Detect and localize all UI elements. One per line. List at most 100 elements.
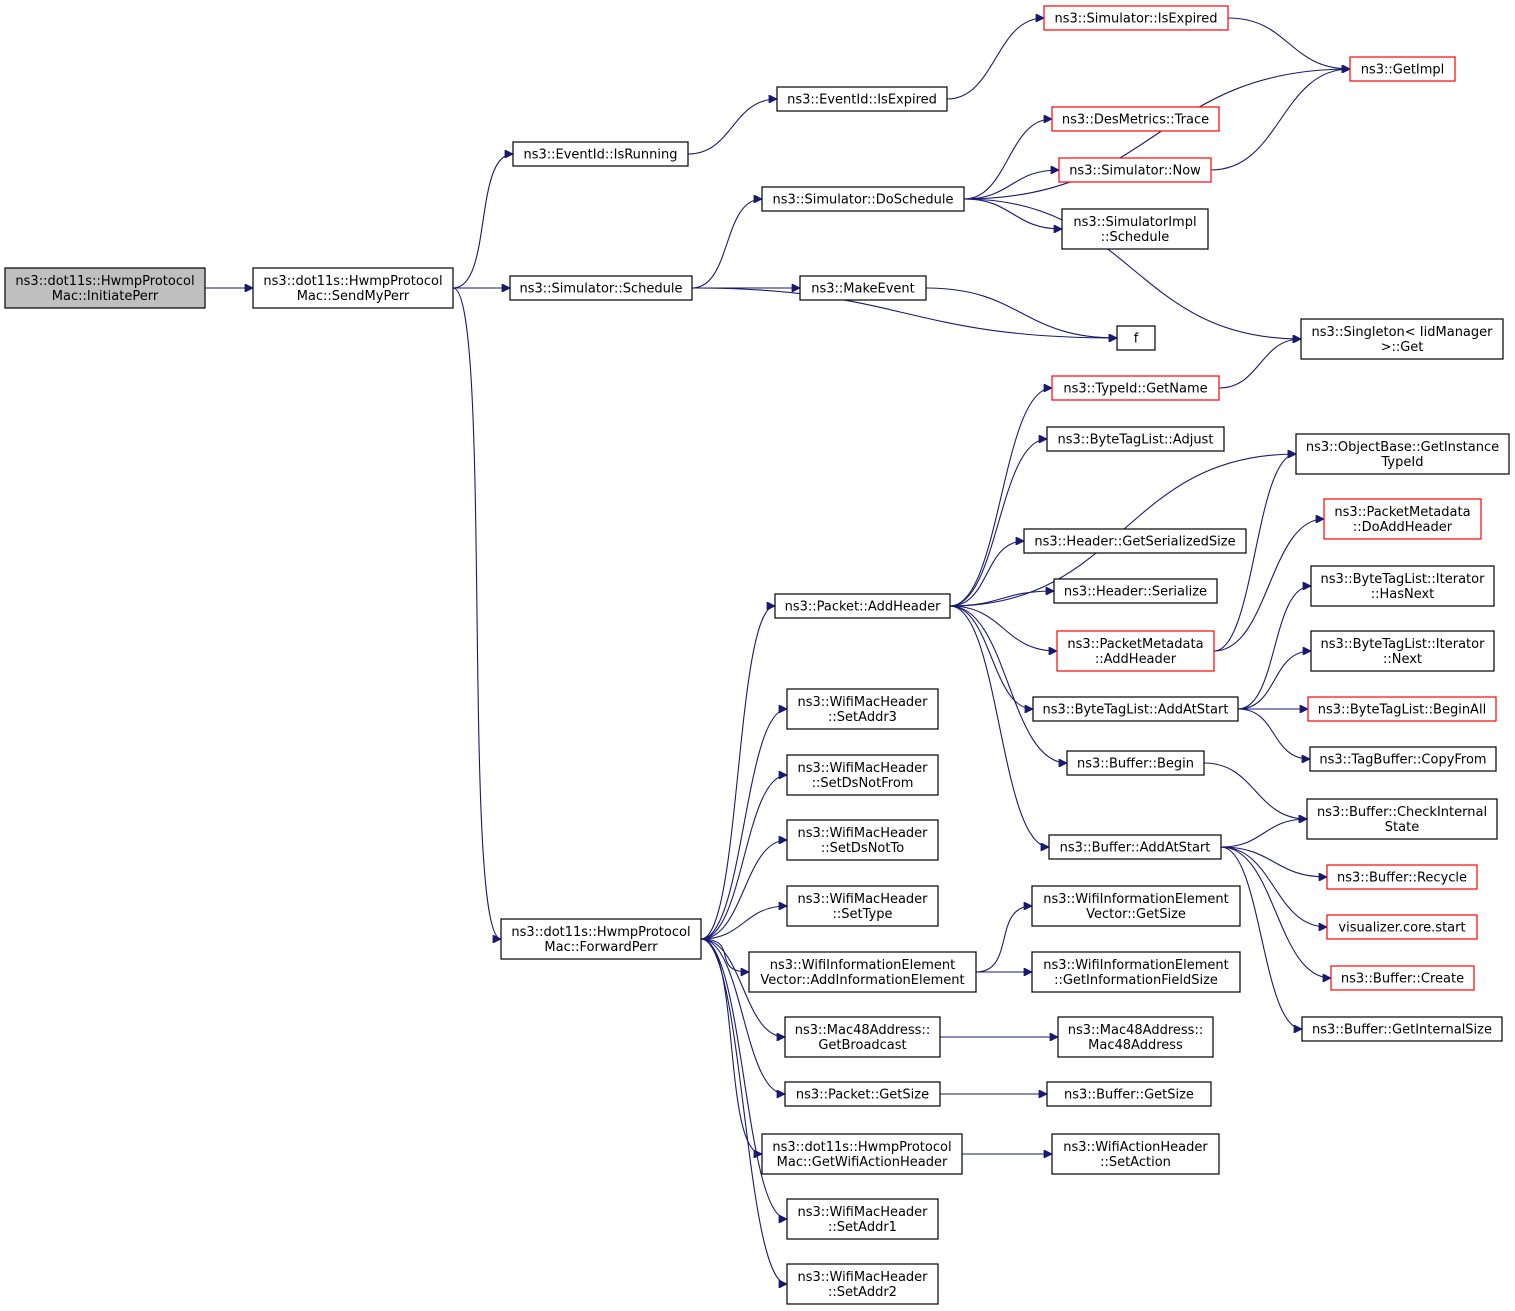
node-label-line: ns3::Simulator::IsExpired	[1054, 12, 1217, 27]
node-desmetrics[interactable]: ns3::DesMetrics::Trace	[1051, 106, 1220, 132]
node-box	[1301, 1016, 1503, 1042]
node-settype[interactable]: ns3::WifiMacHeader::SetType	[786, 885, 939, 927]
node-label-line: ::SetType	[833, 907, 893, 922]
node-label-line: ::SetDsNotFrom	[812, 776, 914, 791]
node-setaction[interactable]: ns3::WifiActionHeader::SetAction	[1051, 1133, 1220, 1175]
node-label-line: ns3::WifiMacHeader	[797, 695, 928, 710]
node-initiate[interactable]: ns3::dot11s::HwmpProtocolMac::InitiatePe…	[4, 267, 206, 309]
node-box	[784, 1016, 941, 1058]
node-box	[1307, 696, 1497, 722]
node-btladjust[interactable]: ns3::ByteTagList::Adjust	[1046, 426, 1225, 452]
node-mac48address[interactable]: ns3::Mac48Address::Mac48Address	[1057, 1016, 1214, 1058]
node-setdsnotfrom[interactable]: ns3::WifiMacHeader::SetDsNotFrom	[786, 754, 939, 796]
edge-eventisexpired-to-simisexpired	[946, 18, 1044, 100]
node-label-line: ns3::TagBuffer::CopyFrom	[1319, 753, 1486, 768]
node-btlhasnext[interactable]: ns3::ByteTagList::Iterator::HasNext	[1310, 565, 1495, 607]
node-box	[1326, 914, 1478, 940]
node-label-line: ns3::GetImpl	[1361, 63, 1445, 78]
node-buffercreate[interactable]: ns3::Buffer::Create	[1330, 965, 1475, 991]
node-box	[1310, 630, 1495, 672]
node-box	[1306, 798, 1498, 840]
node-label-line: ns3::Packet::GetSize	[796, 1088, 929, 1103]
node-box	[1023, 528, 1247, 554]
node-label-line: ns3::dot11s::HwmpProtocol	[511, 925, 690, 940]
edge-pmaddheader-to-pmdoaddheader	[1213, 519, 1324, 652]
node-setaddr2[interactable]: ns3::WifiMacHeader::SetAddr2	[786, 1263, 939, 1305]
edge-bufferbegin-to-checkinternalstate	[1203, 762, 1307, 819]
node-label-line: ::AddHeader	[1095, 652, 1177, 667]
node-simimplschedule[interactable]: ns3::SimulatorImpl::Schedule	[1061, 208, 1209, 250]
node-box	[761, 186, 965, 212]
node-setaddr1[interactable]: ns3::WifiMacHeader::SetAddr1	[786, 1198, 939, 1240]
node-label-line: ns3::dot11s::HwmpProtocol	[772, 1140, 951, 1155]
node-vizstart[interactable]: visualizer.core.start	[1326, 914, 1478, 940]
node-pmaddheader[interactable]: ns3::PacketMetadata::AddHeader	[1056, 630, 1215, 672]
edge-btladdatstart-to-tagbuffercopyfrom	[1237, 708, 1310, 759]
edge-isrunning-to-eventisexpired	[687, 99, 777, 155]
node-wievgetsize[interactable]: ns3::WifiInformationElementVector::GetSi…	[1031, 885, 1241, 927]
node-getinfofieldsize[interactable]: ns3::WifiInformationElement::GetInformat…	[1031, 951, 1241, 993]
node-makeevent[interactable]: ns3::MakeEvent	[799, 275, 927, 301]
node-getwifiactionheader[interactable]: ns3::dot11s::HwmpProtocolMac::GetWifiAct…	[761, 1133, 963, 1175]
node-box	[1116, 325, 1156, 351]
node-bufferbegin[interactable]: ns3::Buffer::Begin	[1066, 750, 1205, 776]
node-label-line: >::Get	[1381, 340, 1424, 355]
node-label-line: ns3::Buffer::CheckInternal	[1317, 805, 1487, 820]
node-schedule[interactable]: ns3::Simulator::Schedule	[509, 275, 693, 301]
node-getbroadcast[interactable]: ns3::Mac48Address::GetBroadcast	[784, 1016, 941, 1058]
node-label-line: ns3::ObjectBase::GetInstance	[1306, 440, 1499, 455]
node-bufferinternalsize[interactable]: ns3::Buffer::GetInternalSize	[1301, 1016, 1503, 1042]
edges-layer	[205, 18, 1350, 1284]
node-label-line: ns3::Singleton< IidManager	[1311, 325, 1493, 340]
node-eventisexpired[interactable]: ns3::EventId::IsExpired	[776, 86, 948, 112]
node-box	[1300, 318, 1504, 360]
node-addinfoelement[interactable]: ns3::WifiInformationElementVector::AddIn…	[748, 951, 977, 993]
node-forwardperr[interactable]: ns3::dot11s::HwmpProtocolMac::ForwardPer…	[500, 918, 702, 960]
node-setaddr3[interactable]: ns3::WifiMacHeader::SetAddr3	[786, 688, 939, 730]
node-box	[1031, 885, 1241, 927]
node-label-line: Mac::GetWifiActionHeader	[777, 1155, 948, 1170]
node-btlbeginall[interactable]: ns3::ByteTagList::BeginAll	[1307, 696, 1497, 722]
node-getname[interactable]: ns3::TypeId::GetName	[1051, 375, 1220, 401]
node-doschedule[interactable]: ns3::Simulator::DoSchedule	[761, 186, 965, 212]
node-now[interactable]: ns3::Simulator::Now	[1058, 157, 1212, 183]
edge-forwardperr-to-packetgetsize	[700, 938, 785, 1094]
edge-bufferaddatstart-to-vizstart	[1220, 846, 1327, 927]
node-getimpl[interactable]: ns3::GetImpl	[1349, 56, 1456, 82]
node-label-line: ns3::Buffer::AddAtStart	[1060, 841, 1211, 856]
edge-forwardperr-to-addinfoelement	[700, 938, 749, 972]
node-headerserialize[interactable]: ns3::Header::Serialize	[1053, 578, 1218, 604]
node-bufferrecycle[interactable]: ns3::Buffer::Recycle	[1326, 864, 1478, 890]
node-getserializedsize[interactable]: ns3::Header::GetSerializedSize	[1023, 528, 1247, 554]
node-btlnext[interactable]: ns3::ByteTagList::Iterator::Next	[1310, 630, 1495, 672]
node-addheader[interactable]: ns3::Packet::AddHeader	[774, 593, 951, 619]
node-f[interactable]: f	[1116, 325, 1156, 351]
node-box	[1057, 1016, 1214, 1058]
node-label-line: ::SetAddr1	[828, 1220, 897, 1235]
node-buffergetsize[interactable]: ns3::Buffer::GetSize	[1046, 1081, 1212, 1107]
node-label-line: ns3::TypeId::GetName	[1063, 382, 1207, 397]
node-box	[512, 141, 689, 167]
node-isrunning[interactable]: ns3::EventId::IsRunning	[512, 141, 689, 167]
edge-bufferaddatstart-to-checkinternalstate	[1220, 819, 1307, 848]
node-label-line: ns3::WifiMacHeader	[797, 761, 928, 776]
node-label-line: Mac::SendMyPerr	[297, 289, 410, 304]
node-setdsnotto[interactable]: ns3::WifiMacHeader::SetDsNotTo	[786, 819, 939, 861]
node-btladdatstart[interactable]: ns3::ByteTagList::AddAtStart	[1032, 696, 1239, 722]
node-packetgetsize[interactable]: ns3::Packet::GetSize	[784, 1081, 941, 1107]
node-box	[799, 275, 927, 301]
node-simisexpired[interactable]: ns3::Simulator::IsExpired	[1043, 5, 1229, 31]
node-label-line: Mac::ForwardPerr	[544, 940, 658, 955]
node-label-line: ns3::ByteTagList::AddAtStart	[1043, 703, 1229, 718]
node-tagbuffercopyfrom[interactable]: ns3::TagBuffer::CopyFrom	[1309, 746, 1497, 772]
edge-doschedule-to-singletonget	[963, 198, 1301, 339]
node-label-line: ns3::dot11s::HwmpProtocol	[15, 274, 194, 289]
node-box	[1051, 1133, 1220, 1175]
node-box	[786, 754, 939, 796]
node-pmdoaddheader[interactable]: ns3::PacketMetadata::DoAddHeader	[1323, 498, 1482, 540]
node-bufferaddatstart[interactable]: ns3::Buffer::AddAtStart	[1048, 834, 1222, 860]
node-singletonget[interactable]: ns3::Singleton< IidManager>::Get	[1300, 318, 1504, 360]
